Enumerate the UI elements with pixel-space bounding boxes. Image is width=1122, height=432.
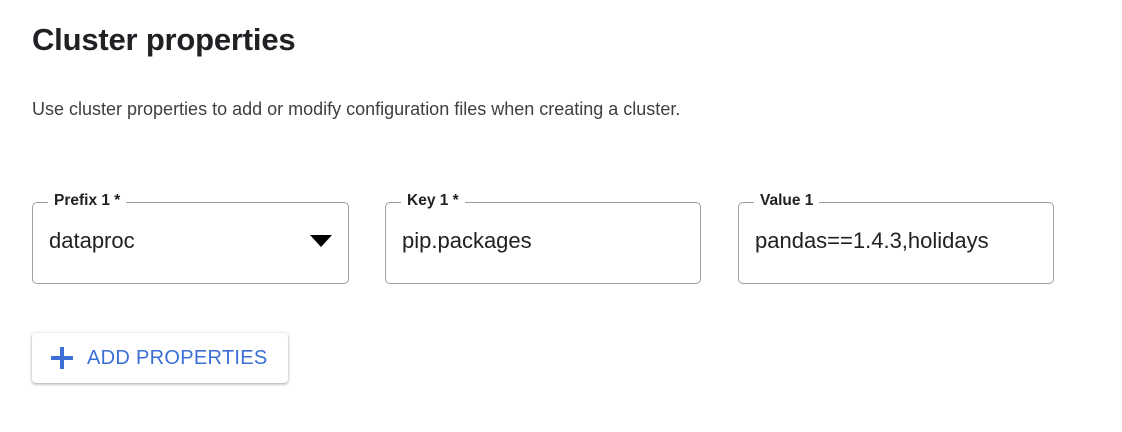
prefix-field-label: Prefix 1 *: [48, 191, 127, 211]
value-field-value[interactable]: pandas==1.4.3,holidays: [755, 228, 989, 253]
value-input-field[interactable]: Value 1 pandas==1.4.3,holidays: [738, 191, 1054, 284]
key-field-label: Key 1 *: [401, 191, 465, 211]
key-field-value[interactable]: pip.packages: [402, 228, 532, 253]
prefix-select-field[interactable]: Prefix 1 * dataproc: [32, 191, 349, 284]
value-field-label: Value 1: [754, 191, 820, 211]
plus-icon: [51, 347, 73, 369]
add-properties-button[interactable]: ADD PROPERTIES: [32, 333, 288, 383]
chevron-down-icon[interactable]: [310, 235, 332, 247]
add-properties-label: ADD PROPERTIES: [87, 347, 268, 369]
section-description: Use cluster properties to add or modify …: [32, 99, 681, 119]
page-title: Cluster properties: [32, 22, 296, 57]
prefix-field-value: dataproc: [49, 228, 135, 253]
key-input-field[interactable]: Key 1 * pip.packages: [385, 191, 701, 284]
